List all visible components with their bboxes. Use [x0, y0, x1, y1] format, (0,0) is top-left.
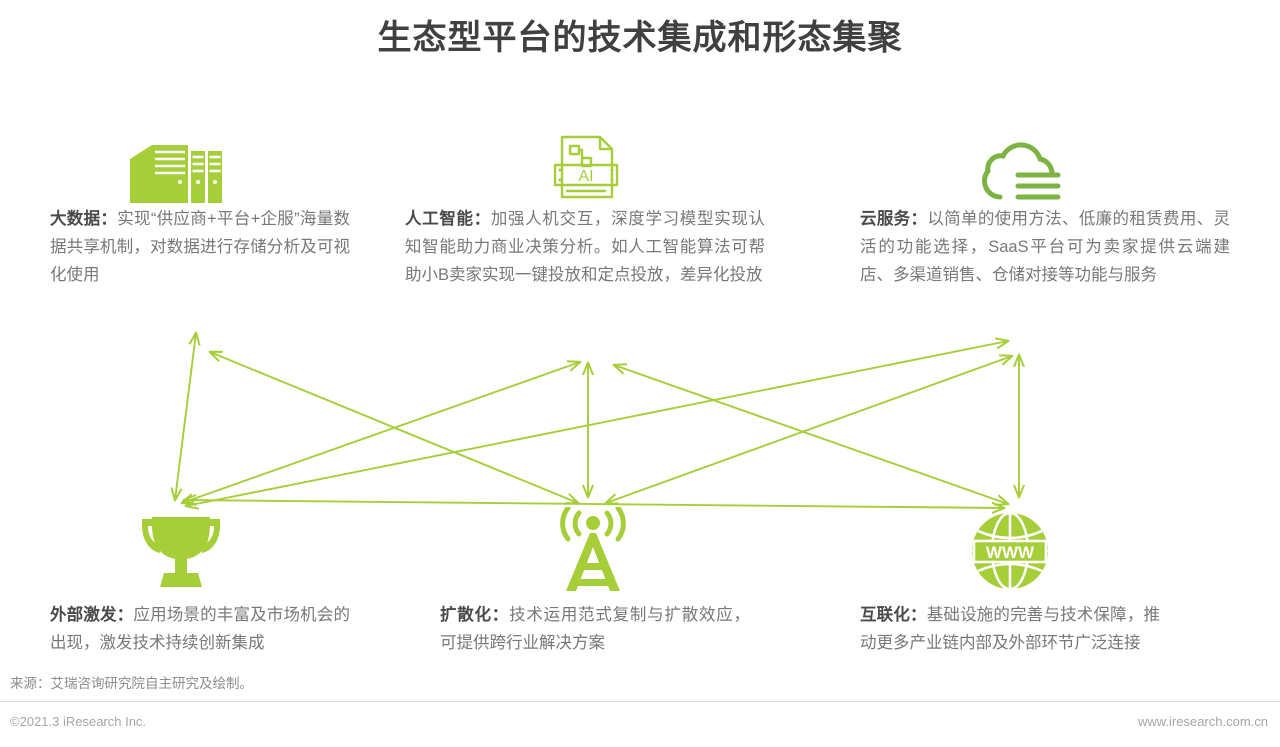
node-external-text: 外部激发：应用场景的丰富及市场机会的出现，激发技术持续创新集成 — [50, 601, 350, 657]
edge-diffusion-bigdata — [210, 352, 578, 503]
edge-diffusion-cloud — [606, 356, 1012, 503]
node-internet-body: 基础设施的完善与技术保障，推动更多产业链内部及外部环节广泛连接 — [860, 606, 1161, 652]
node-diffusion: 扩散化：技术运用范式复制与扩散效应，可提供跨行业解决方案 — [440, 505, 750, 657]
node-bigdata-text: 大数据：实现“供应商+平台+企服”海量数据共享机制，对数据进行存储分析及可视化使… — [50, 205, 350, 289]
node-external: 外部激发：应用场景的丰富及市场机会的出现，激发技术持续创新集成 — [50, 505, 350, 657]
trophy-icon — [142, 517, 220, 587]
node-cloud: 云服务：以简单的使用方法、低廉的租赁费用、灵活的功能选择，SaaS平台可为卖家提… — [860, 125, 1230, 289]
server-racks-icon — [130, 145, 222, 203]
node-internet-label: 互联化： — [860, 606, 927, 624]
node-bigdata-icon-wrap — [50, 125, 350, 205]
node-internet-text: 互联化：基础设施的完善与技术保障，推动更多产业链内部及外部环节广泛连接 — [860, 601, 1160, 657]
edge-external-ai — [182, 362, 580, 503]
node-diffusion-icon-wrap — [440, 505, 750, 597]
globe-www-icon: WWW — [972, 511, 1048, 591]
broadcast-tower-icon — [560, 507, 626, 591]
edge-internet-ai — [614, 365, 1008, 504]
cloud-service-icon — [982, 142, 1061, 200]
edge-external-cloud — [186, 341, 1008, 506]
node-cloud-icon-wrap — [860, 125, 1230, 205]
ai-icon-text: AI — [578, 168, 593, 185]
node-ai-icon-wrap: AI — [405, 125, 765, 205]
node-cloud-label: 云服务： — [860, 210, 928, 228]
node-ai-label: 人工智能： — [405, 210, 491, 228]
node-diffusion-label: 扩散化： — [440, 606, 510, 624]
source-note: 来源：艾瑞咨询研究院自主研究及绘制。 — [10, 676, 253, 691]
node-cloud-body: 以简单的使用方法、低廉的租赁费用、灵活的功能选择，SaaS平台可为卖家提供云端建… — [860, 210, 1231, 284]
footer-divider — [0, 701, 1280, 702]
node-ai: AI 人工智能：加强人机交互，深度学习模型实现认知智能助力商业决策分析。如人工智… — [405, 125, 765, 289]
edge-external-bigdata — [175, 333, 196, 500]
node-cloud-text: 云服务：以简单的使用方法、低廉的租赁费用、灵活的功能选择，SaaS平台可为卖家提… — [860, 205, 1230, 289]
node-external-body: 应用场景的丰富及市场机会的出现，激发技术持续创新集成 — [50, 606, 351, 652]
website-link[interactable]: www.iresearch.com.cn — [1137, 714, 1268, 729]
copyright-text: ©2021.3 iResearch Inc. — [10, 714, 147, 729]
node-ai-text: 人工智能：加强人机交互，深度学习模型实现认知智能助力商业决策分析。如人工智能算法… — [405, 205, 765, 289]
node-bigdata: 大数据：实现“供应商+平台+企服”海量数据共享机制，对数据进行存储分析及可视化使… — [50, 125, 350, 289]
globe-icon-text: WWW — [986, 543, 1035, 562]
node-bigdata-label: 大数据： — [50, 210, 118, 228]
node-diffusion-text: 扩散化：技术运用范式复制与扩散效应，可提供跨行业解决方案 — [440, 601, 750, 657]
node-internet-icon-wrap: WWW — [860, 505, 1160, 597]
node-diffusion-body: 技术运用范式复制与扩散效应，可提供跨行业解决方案 — [440, 606, 751, 652]
node-external-label: 外部激发： — [50, 606, 134, 624]
node-ai-body: 加强人机交互，深度学习模型实现认知智能助力商业决策分析。如人工智能算法可帮助小B… — [405, 210, 766, 284]
node-external-icon-wrap — [50, 505, 350, 597]
ai-document-icon: AI — [553, 135, 619, 199]
node-internet: WWW 互联化：基础设施的完善与技术保障，推动更多产业链内部及外部环节广泛连接 — [860, 505, 1160, 657]
page-title: 生态型平台的技术集成和形态集聚 — [377, 19, 903, 57]
node-bigdata-body: 实现“供应商+平台+企服”海量数据共享机制，对数据进行存储分析及可视化使用 — [50, 210, 351, 284]
